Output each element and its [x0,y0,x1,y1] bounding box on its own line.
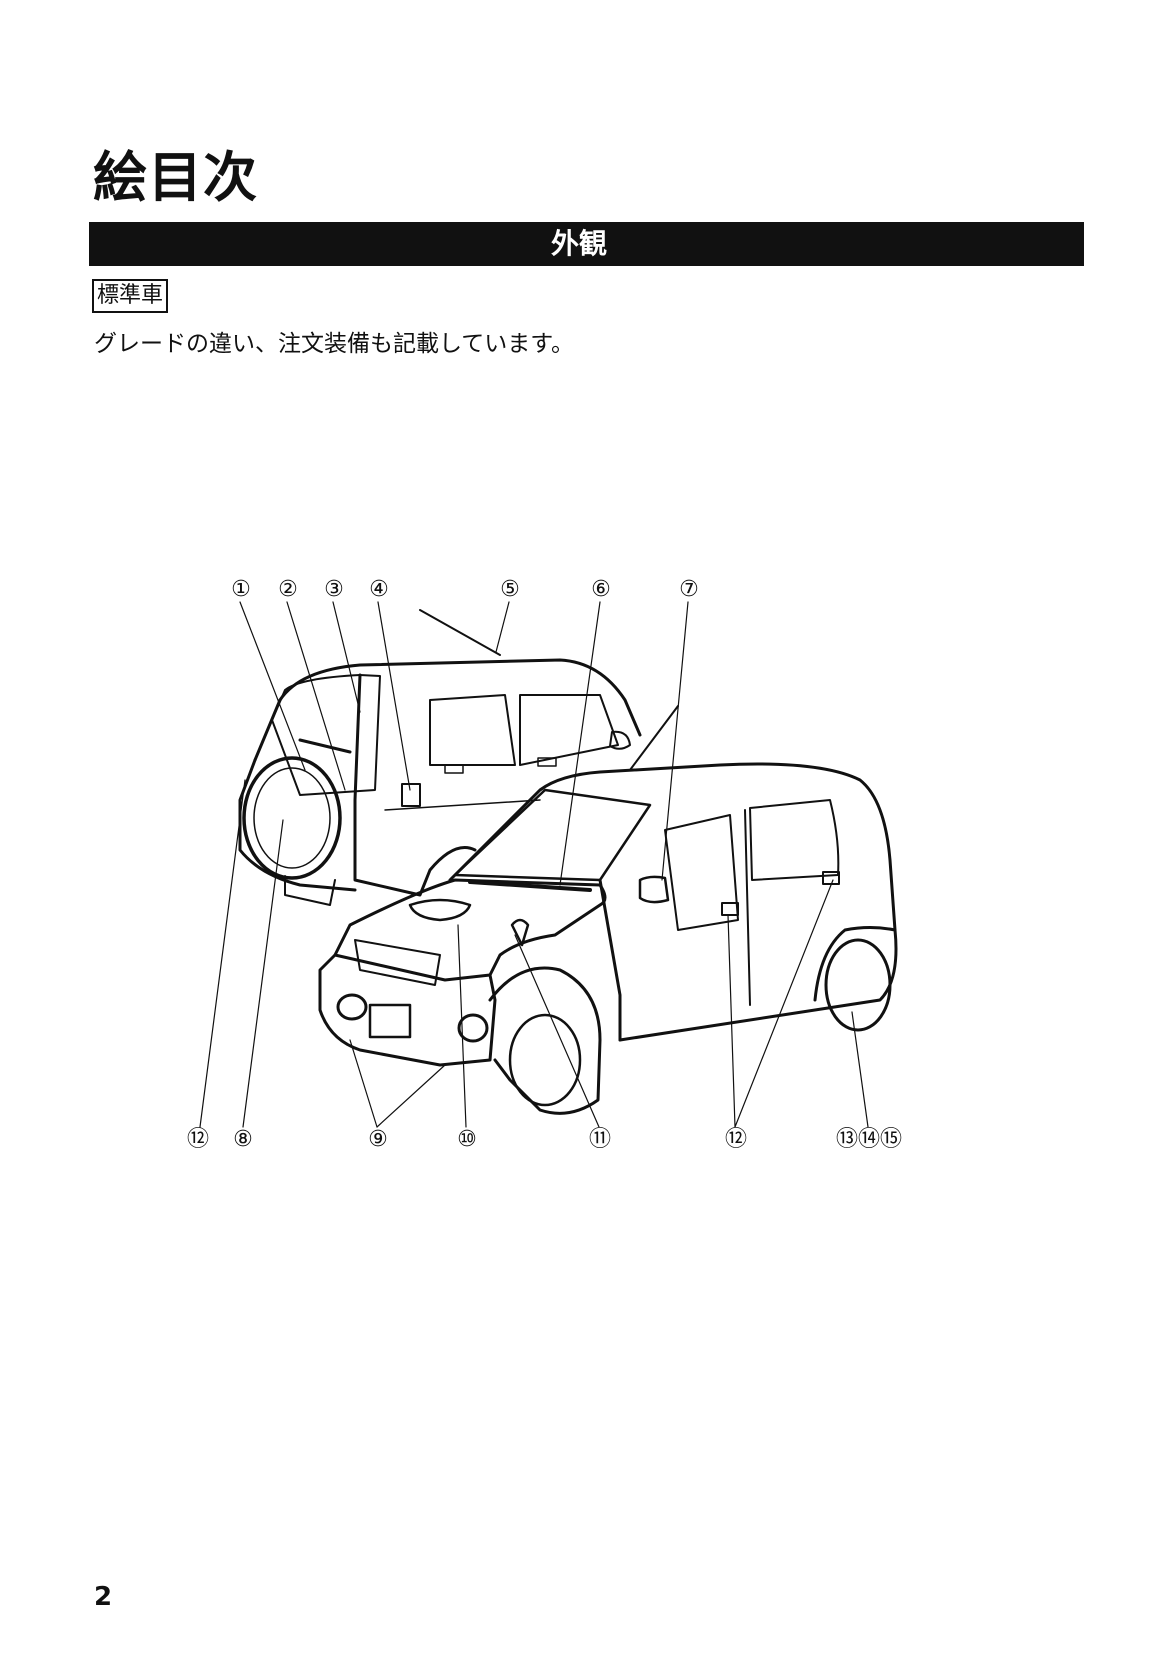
rear-view-car [238,609,679,906]
callout-13-14-15: ⑬⑭⑮ [835,1127,903,1152]
grade-badge: 標準車 [92,279,169,313]
page-title: 絵目次 [93,146,258,209]
callout-7: ⑦ [679,577,699,602]
page-number: 2 [94,1582,113,1612]
description-text: グレードの違い、注文装備も記載しています。 [94,331,575,357]
section-header-bar: 外観 [89,222,1084,266]
callout-2: ② [278,577,298,602]
callout-4: ④ [369,577,389,602]
callout-5: ⑤ [500,577,520,602]
section-title: 外観 [551,227,608,260]
callout-8: ⑧ [233,1127,253,1152]
callout-12-right: ⑫ [724,1127,748,1152]
callout-6: ⑥ [591,577,611,602]
callout-leader-lines [199,601,869,1128]
callout-9: ⑨ [368,1127,388,1152]
callout-10: ⑩ [457,1127,477,1152]
callout-1: ① [231,577,251,602]
callout-12-left: ⑫ [186,1127,210,1152]
callout-11: ⑪ [588,1127,612,1152]
front-view-car [318,762,898,1115]
callout-3: ③ [324,577,344,602]
